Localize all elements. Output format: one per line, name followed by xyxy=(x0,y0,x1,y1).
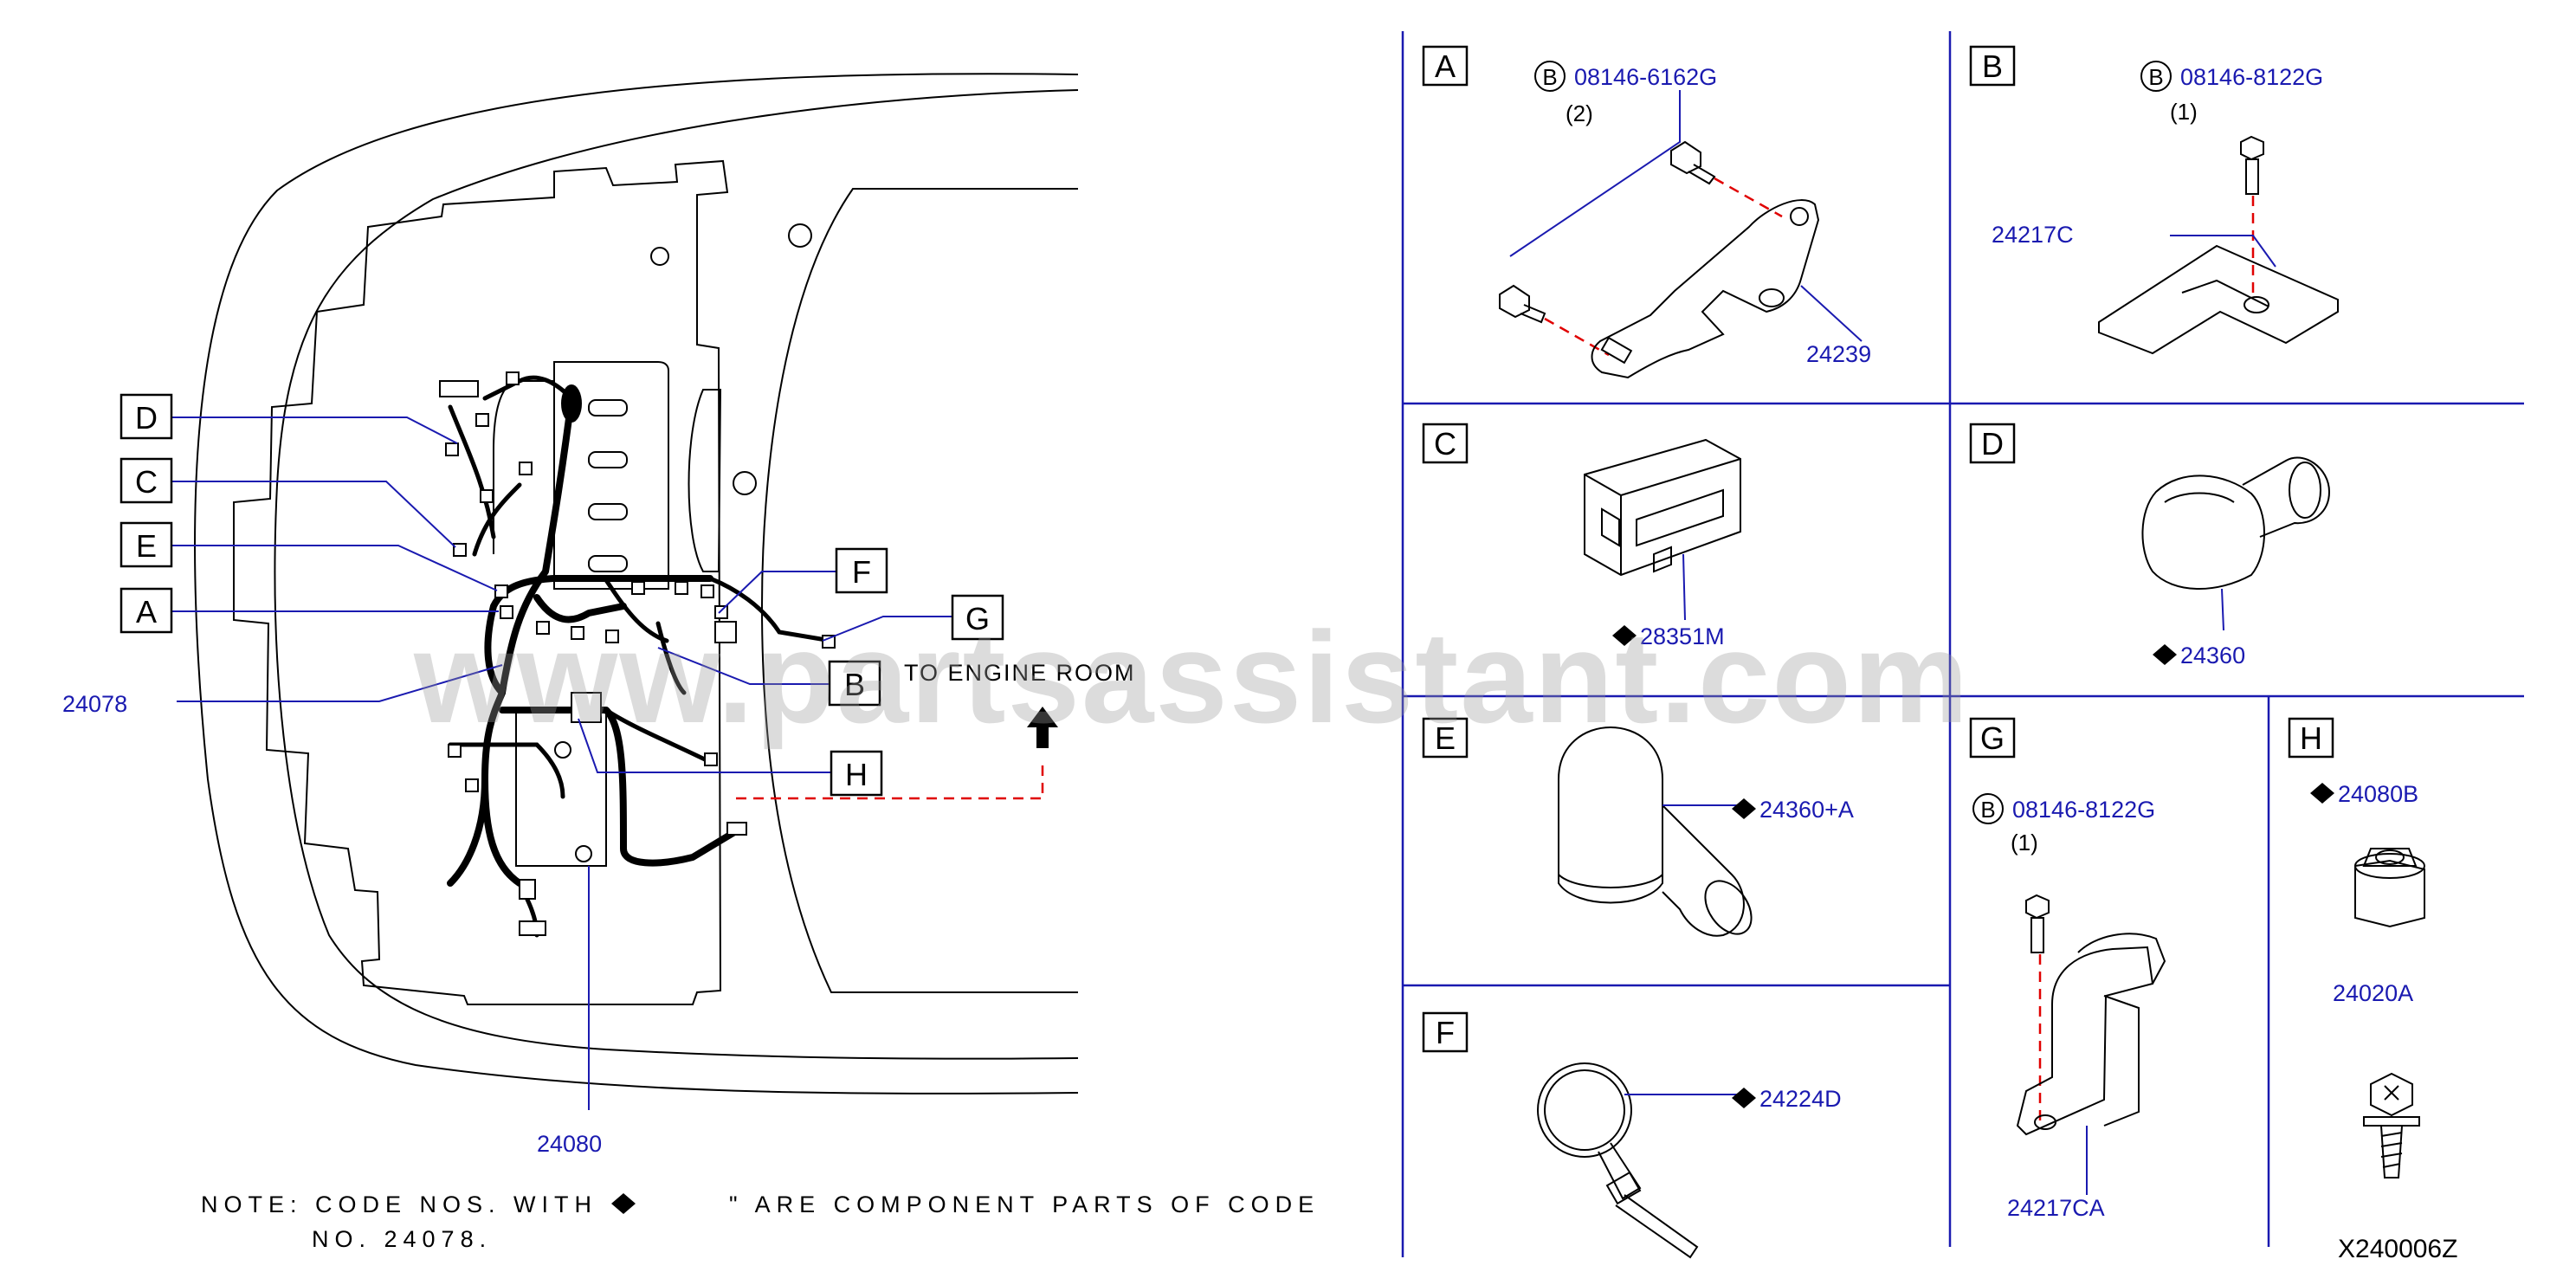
panel-e-letter: E xyxy=(1435,720,1456,756)
boot-24360-drawing xyxy=(2141,456,2331,590)
callout-b: B xyxy=(828,660,881,707)
diamond-icon xyxy=(1732,798,1756,819)
callout-h-label: H xyxy=(845,757,868,792)
note-line1-b: " ARE COMPONENT PARTS OF CODE xyxy=(729,1191,1320,1217)
panel-g-bolt-marker: B xyxy=(1980,797,1995,823)
panel-b-bolt-marker: B xyxy=(2148,64,2163,90)
cable-tie-24224d-drawing xyxy=(1537,1062,1699,1259)
panel-a: A B 08146-6162G (2) 24239 xyxy=(1422,45,1871,379)
panel-b-bolt-qty: (1) xyxy=(2170,99,2198,125)
watermark: www.partsassistant.com xyxy=(413,604,1970,750)
harness-connectors xyxy=(439,371,836,936)
panel-b-bolt-number: 08146-8122G xyxy=(2180,64,2323,90)
panel-f-letter: F xyxy=(1436,1015,1455,1050)
panel-d: D 24360 xyxy=(1969,423,2331,668)
diamond-icon xyxy=(2310,783,2334,804)
callout-a-label: A xyxy=(136,594,157,630)
panel-a-bolt-number: 08146-6162G xyxy=(1574,64,1717,90)
callout-e-label: E xyxy=(136,528,157,564)
panel-h-part-bottom: 24020A xyxy=(2333,980,2413,1006)
panel-d-part-number: 24360 xyxy=(2180,642,2245,668)
panel-f: F 24224D xyxy=(1422,1011,1842,1259)
panel-g: G B 08146-8122G (1) 24217CA xyxy=(1969,717,2166,1221)
bracket-part-number: 24080 xyxy=(537,1131,602,1157)
callout-a: A xyxy=(119,587,173,634)
callout-d: D xyxy=(119,393,173,440)
panel-c-letter: C xyxy=(1434,426,1456,462)
footnote: NOTE: CODE NOS. WITH " ARE COMPONENT PAR… xyxy=(201,1191,1320,1252)
panel-f-part-number: 24224D xyxy=(1759,1086,1842,1112)
screw-24020a-drawing xyxy=(2363,1072,2420,1178)
panel-e-part-number: 24360+A xyxy=(1759,797,1854,823)
bracket-24239-drawing xyxy=(1591,199,1820,379)
note-line1-a: NOTE: CODE NOS. WITH xyxy=(201,1191,597,1217)
panel-c-part-number: 28351M xyxy=(1640,623,1725,649)
callout-h: H xyxy=(830,750,883,797)
diamond-icon xyxy=(2153,644,2177,665)
coil-connectors xyxy=(561,384,628,572)
left-leaders xyxy=(171,416,1044,1110)
diamond-icon xyxy=(1732,1088,1756,1108)
panel-e: E 24360+A xyxy=(1422,717,1854,937)
note-line2: NO. 24078. xyxy=(312,1226,492,1252)
panel-b-part-number: 24217C xyxy=(1992,222,2074,248)
panel-h-part-top: 24080B xyxy=(2338,781,2418,807)
callout-c-label: C xyxy=(135,464,158,500)
cross-head-icon xyxy=(2384,1085,2399,1101)
bolt-icon xyxy=(1670,140,1716,185)
diamond-icon xyxy=(1612,625,1637,646)
clip-24080b-drawing xyxy=(2354,848,2425,928)
panel-g-bolt-number: 08146-8122G xyxy=(2012,797,2155,823)
panel-a-part-number: 24239 xyxy=(1806,341,1871,367)
callout-g-label: G xyxy=(965,601,990,636)
callout-c: C xyxy=(119,457,173,504)
callout-f-label: F xyxy=(852,554,871,590)
callout-f: F xyxy=(835,547,888,594)
boot-24360a-drawing xyxy=(1558,726,1753,937)
panel-a-bolt-marker: B xyxy=(1542,64,1557,90)
panel-c: C 28351M xyxy=(1422,423,1741,649)
panel-h: H 24080B 24020A xyxy=(2288,717,2425,1178)
callout-g: G xyxy=(951,594,1004,641)
panel-a-letter: A xyxy=(1435,48,1456,84)
up-arrow-icon xyxy=(1027,707,1058,748)
bracket-24217c-drawing xyxy=(2098,244,2339,355)
bolt-icon-b xyxy=(2240,135,2264,195)
diagram-code: X240006Z xyxy=(2338,1235,2457,1263)
bolt-icon-g xyxy=(2025,894,2050,953)
callout-e: E xyxy=(119,521,173,568)
panel-b-letter: B xyxy=(1982,48,2003,84)
panel-g-letter: G xyxy=(1980,720,2005,756)
wiring-harness xyxy=(439,371,836,938)
callout-d-label: D xyxy=(135,400,158,436)
bolt-icon-2 xyxy=(1499,284,1546,324)
callout-b-label: B xyxy=(844,667,865,702)
to-engine-room-label: TO ENGINE ROOM xyxy=(904,660,1136,686)
panel-b: B B 08146-8122G (1) 24217C xyxy=(1969,45,2339,355)
panel-a-bolt-qty: (2) xyxy=(1566,100,1593,126)
panel-g-part-number: 24217CA xyxy=(2007,1195,2105,1221)
diamond-icon xyxy=(611,1193,636,1214)
bracket-24217ca-drawing xyxy=(2016,933,2166,1136)
panel-grid xyxy=(1401,31,2524,1257)
panel-d-letter: D xyxy=(1981,426,2004,462)
panel-h-letter: H xyxy=(2300,720,2322,756)
connector-28351m-drawing xyxy=(1584,438,1741,577)
panel-g-bolt-qty: (1) xyxy=(2011,830,2038,856)
harness-part-number: 24078 xyxy=(62,691,127,717)
